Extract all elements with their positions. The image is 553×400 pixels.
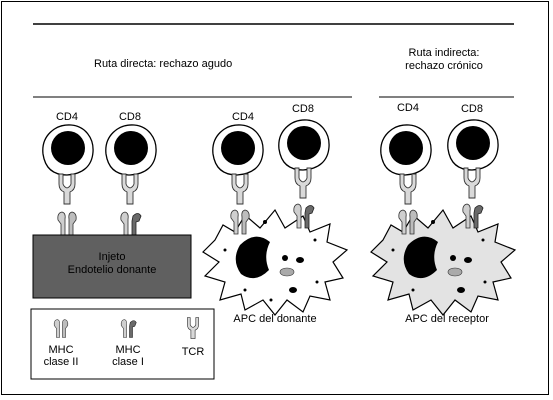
donor-apc-cd8-label: CD8: [291, 103, 314, 115]
donor-apc-cd4-cell: [212, 124, 264, 176]
donor-apc-cd4-label: CD4: [231, 111, 254, 123]
indirect-pathway-title-line1: Ruta indirecta:: [408, 47, 480, 59]
recipient-apc-cd4-label: CD4: [396, 102, 419, 114]
direct-cd4-tcr-icon: [58, 173, 76, 205]
graft-mhc2-icon: [57, 211, 77, 237]
legend-mhc2-label-line1: MHC: [48, 344, 74, 356]
legend-mhc1-label-line2: clase I: [112, 356, 144, 368]
legend-mhc1-label-line1: MHC: [115, 344, 141, 356]
recipient-apc-cd8-cell: [447, 119, 499, 171]
direct-cd8-label: CD8: [118, 111, 141, 123]
recipient-apc-cd8-label: CD8: [460, 103, 483, 115]
graft-label-line2: Endotelio donante: [67, 264, 157, 276]
graft-label-line1: Injeto: [98, 251, 126, 263]
direct-cd8-tcr-icon: [121, 173, 139, 205]
figure-frame: [1, 1, 549, 395]
recipient-apc-cd8-tcr-icon: [463, 167, 481, 199]
recipient-apc-label: APC del receptor: [405, 313, 489, 325]
donor-apc-cd8-cell: [278, 119, 330, 171]
legend-tcr-label: TCR: [181, 346, 205, 358]
direct-cd8-cell: [105, 124, 157, 176]
recipient-apc-cd4-cell: [380, 124, 432, 176]
legend-mhc2-label-line2: clase II: [43, 356, 79, 368]
donor-apc-cd8-tcr-icon: [294, 167, 312, 199]
direct-pathway-title: Ruta directa: rechazo agudo: [94, 58, 233, 70]
graft-endothelium-box: [32, 234, 192, 299]
donor-apc-cd4-tcr-icon: [231, 173, 249, 205]
indirect-pathway-title-line2: rechazo crónico: [405, 60, 483, 72]
direct-cd4-cell: [42, 124, 94, 176]
recipient-apc-cd4-tcr-icon: [399, 173, 417, 205]
direct-cd4-label: CD4: [55, 111, 78, 123]
donor-apc-label: APC del donante: [233, 313, 317, 325]
donor-apc-cell: [202, 209, 348, 316]
graft-mhc1-icon: [120, 211, 142, 237]
recipient-apc-cell: [370, 209, 516, 316]
